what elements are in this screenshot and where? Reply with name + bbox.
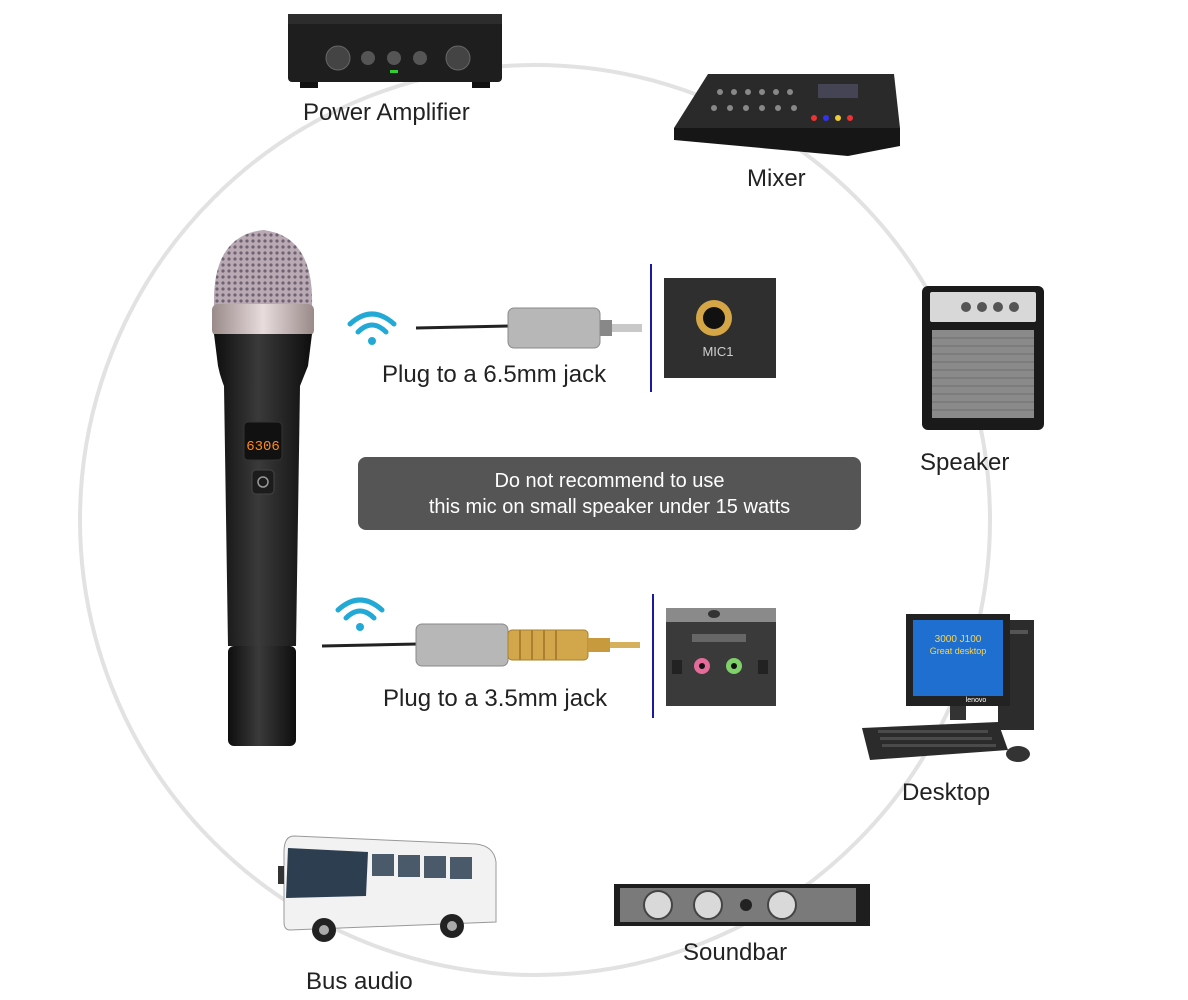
monitor-text-line1: 3000 J100 [935, 634, 982, 645]
audio-ports-image [666, 608, 776, 706]
microphone-image: 6306 [212, 230, 314, 746]
bus-image [278, 835, 497, 942]
desktop-label: Desktop [902, 779, 991, 806]
receiver-65mm-image [415, 307, 642, 349]
jack-65mm-label: Plug to a 6.5mm jack [382, 361, 607, 388]
mixer-label: Mixer [747, 165, 806, 192]
soundbar-label: Soundbar [683, 939, 788, 966]
divider-65mm [650, 264, 652, 392]
mic1-port-label: MIC1 [702, 344, 733, 359]
notice-line-2: this mic on small speaker under 15 watts [428, 495, 791, 518]
speaker-image [922, 286, 1044, 430]
power-amplifier-image [288, 14, 502, 88]
bus-audio-label: Bus audio [306, 968, 413, 995]
monitor-brand: lenovo [966, 697, 987, 704]
jack-35mm-label: Plug to a 3.5mm jack [383, 685, 608, 712]
wifi-icon [335, 597, 385, 631]
speaker-label: Speaker [920, 449, 1010, 476]
desktop-image: 3000 J100 Great desktop lenovo [862, 614, 1034, 762]
soundbar-image [614, 884, 870, 926]
warning-notice: Do not recommend to use this mic on smal… [358, 457, 861, 530]
mic1-port-image: MIC1 [664, 278, 776, 378]
notice-line-1: Do not recommend to use [494, 469, 725, 492]
receiver-35mm-image [321, 623, 640, 667]
divider-35mm [652, 594, 654, 718]
mixer-image [674, 74, 900, 156]
monitor-text-line2: Great desktop [930, 646, 987, 656]
power-amplifier-label: Power Amplifier [303, 99, 470, 126]
mic-display-readout: 6306 [246, 439, 280, 455]
wifi-icon [347, 311, 397, 345]
